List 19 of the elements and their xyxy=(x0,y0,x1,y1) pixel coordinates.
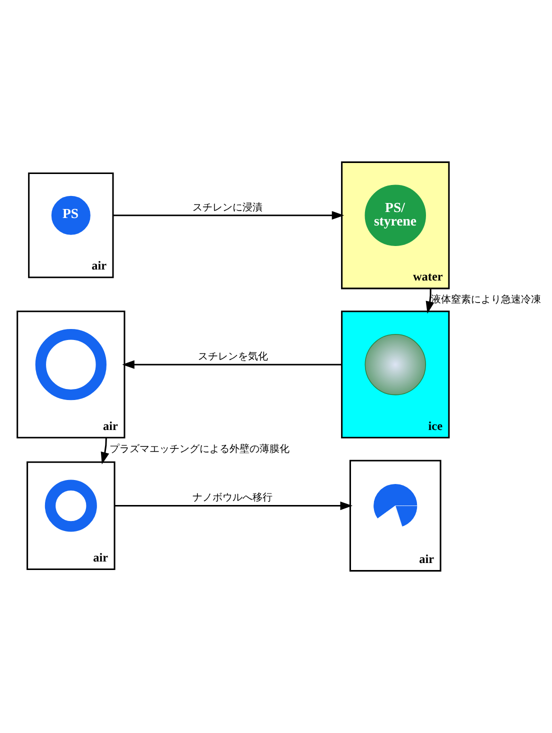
edge-label: プラズマエッチングによる外壁の薄膜化 xyxy=(109,444,290,455)
arrow xyxy=(122,360,342,369)
edge-label: スチレンに浸漬 xyxy=(192,202,263,214)
node-circle xyxy=(364,334,426,396)
arrow xyxy=(114,501,353,510)
arrow xyxy=(100,438,110,464)
edge-label: ナノボウルへ移行 xyxy=(192,492,272,504)
node-ring xyxy=(44,480,97,532)
edge-label: スチレンを気化 xyxy=(198,352,268,363)
node-circle: PS/ styrene xyxy=(364,184,426,246)
edge-label: 液体窒素により急速冷凍 xyxy=(431,294,542,306)
node-circle: PS xyxy=(51,196,90,235)
cluster: air xyxy=(16,310,126,438)
arrow xyxy=(426,288,434,314)
arrow xyxy=(113,211,344,220)
cluster: air xyxy=(349,460,442,572)
node-ring xyxy=(35,329,106,400)
cluster: air xyxy=(26,461,116,570)
cluster: ice xyxy=(341,310,450,438)
